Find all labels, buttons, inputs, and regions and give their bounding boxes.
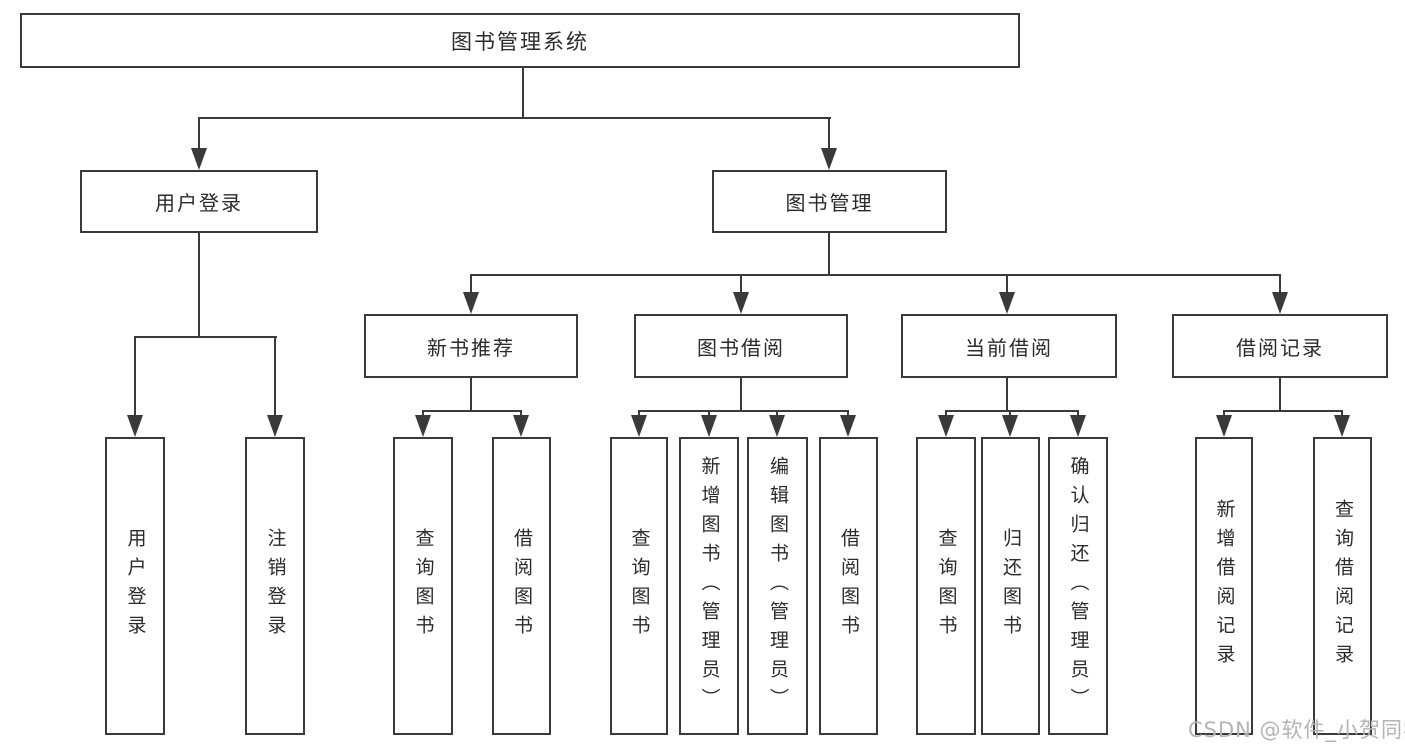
node-root-label: 图书管理系统 <box>451 29 589 54</box>
connector-leaf-drop <box>274 336 276 418</box>
node-book-borrowing: 图书借阅 <box>634 314 848 378</box>
node-borrowing-records-label: 借阅记录 <box>1236 335 1324 360</box>
leaf-user-login-label: 用户登录 <box>124 528 147 644</box>
connector-userlogin-stem <box>198 233 200 338</box>
arrow-down-icon <box>999 292 1015 314</box>
leaf-confirm-return-admin: 确认归还（管理员） <box>1048 437 1108 735</box>
leaf-return-books: 归还图书 <box>981 437 1040 735</box>
connector-l3-drop <box>1006 274 1008 296</box>
connector-br-bracket <box>1223 410 1343 412</box>
arrow-down-icon <box>127 415 143 437</box>
node-current-borrowing-label: 当前借阅 <box>965 335 1053 360</box>
watermark: CSDN @软件_小贺同学 <box>1188 718 1405 742</box>
leaf-return-books-label: 归还图书 <box>1000 528 1022 644</box>
node-user-login-label: 用户登录 <box>155 191 243 215</box>
connector-bookmgmt-stem <box>828 233 830 276</box>
arrow-down-icon <box>463 292 479 314</box>
node-current-borrowing: 当前借阅 <box>901 314 1117 378</box>
arrow-down-icon <box>769 415 785 437</box>
arrow-down-icon <box>415 415 431 437</box>
node-borrowing-records: 借阅记录 <box>1172 314 1388 378</box>
arrow-down-icon <box>840 415 856 437</box>
leaf-confirm-return-admin-label: 确认归还（管理员） <box>1067 455 1090 717</box>
connector-br-stem <box>1279 378 1281 412</box>
leaf-logout: 注销登录 <box>245 437 305 735</box>
leaf-edit-books-admin: 编辑图书（管理员） <box>747 437 808 735</box>
connector-bb-stem <box>740 378 742 412</box>
node-root: 图书管理系统 <box>20 13 1020 68</box>
connector-cb-bracket <box>945 410 1078 412</box>
node-book-management: 图书管理 <box>712 170 947 233</box>
leaf-query-books-nb-label: 查询图书 <box>412 528 435 644</box>
leaf-borrow-books-bb: 借阅图书 <box>819 437 878 735</box>
leaf-user-login: 用户登录 <box>105 437 165 735</box>
arrow-down-icon <box>733 292 749 314</box>
connector-userlogin-drop <box>198 117 200 151</box>
node-new-book-recommend: 新书推荐 <box>364 314 578 378</box>
arrow-down-icon <box>1070 415 1086 437</box>
connector-l3-drop <box>470 274 472 296</box>
connector-userlogin-bracket <box>134 336 277 338</box>
leaf-borrow-books-bb-label: 借阅图书 <box>838 528 860 644</box>
connector-l3-drop <box>1279 274 1281 296</box>
leaf-query-books-bb: 查询图书 <box>610 437 668 735</box>
leaf-query-books-bb-label: 查询图书 <box>628 528 651 644</box>
node-book-borrowing-label: 图书借阅 <box>697 335 785 360</box>
leaf-query-borrow-record: 查询借阅记录 <box>1313 437 1372 735</box>
arrow-down-icon <box>1002 415 1018 437</box>
arrow-down-icon <box>1334 415 1350 437</box>
arrow-down-icon <box>1216 415 1232 437</box>
arrow-down-icon <box>1272 292 1288 314</box>
arrow-down-icon <box>267 415 283 437</box>
leaf-query-books-cb: 查询图书 <box>916 437 976 735</box>
leaf-edit-books-admin-label: 编辑图书（管理员） <box>767 455 789 717</box>
connector-bookmgmt-drop <box>828 117 830 151</box>
connector-level2-rail <box>198 117 831 119</box>
leaf-borrow-books-nb-label: 借阅图书 <box>511 528 533 644</box>
connector-cb-stem <box>1006 378 1008 412</box>
connector-l3-drop <box>740 274 742 296</box>
arrow-down-icon <box>821 148 837 170</box>
arrow-down-icon <box>513 415 529 437</box>
node-book-management-label: 图书管理 <box>785 191 874 215</box>
node-new-book-recommend-label: 新书推荐 <box>427 335 515 360</box>
leaf-query-books-nb: 查询图书 <box>393 437 453 735</box>
arrow-down-icon <box>938 415 954 437</box>
leaf-add-books-admin: 新增图书（管理员） <box>679 437 739 735</box>
leaf-add-borrow-record: 新增借阅记录 <box>1195 437 1253 735</box>
connector-leaf-drop <box>134 336 136 418</box>
connector-level3-rail <box>470 274 1280 276</box>
arrow-down-icon <box>701 415 717 437</box>
leaf-add-borrow-record-label: 新增借阅记录 <box>1213 499 1236 673</box>
arrow-down-icon <box>191 148 207 170</box>
leaf-borrow-books-nb: 借阅图书 <box>492 437 551 735</box>
connector-bb-bracket <box>638 410 849 412</box>
connector-root-stem <box>522 68 524 118</box>
leaf-query-books-cb-label: 查询图书 <box>935 528 958 644</box>
leaf-query-borrow-record-label: 查询借阅记录 <box>1332 499 1354 673</box>
node-user-login: 用户登录 <box>80 170 318 233</box>
connector-nb-stem <box>470 378 472 412</box>
connector-nb-bracket <box>422 410 522 412</box>
leaf-logout-label: 注销登录 <box>264 528 287 644</box>
leaf-add-books-admin-label: 新增图书（管理员） <box>698 455 721 717</box>
arrow-down-icon <box>631 415 647 437</box>
